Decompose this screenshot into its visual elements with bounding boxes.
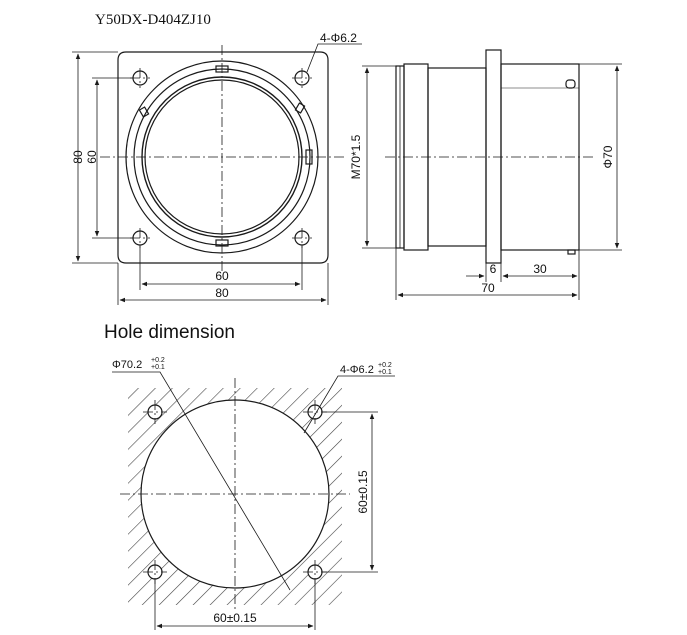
center-hole-base: Φ70.2	[112, 359, 142, 371]
flange-outline	[117, 51, 329, 264]
mount-hole-callout: 4-Φ6.2	[340, 364, 374, 376]
front-view	[72, 43, 362, 305]
center-hole-tol-upper: +0.2	[151, 357, 165, 364]
thread-label: M70*1.5	[349, 134, 363, 179]
front-hole-callout: 4-Φ6.2	[320, 31, 357, 45]
mount-hole-tol-upper: +0.2	[378, 362, 392, 369]
side-view	[362, 49, 622, 300]
diameter-label: Φ70	[601, 145, 615, 168]
part-number-title: Y50DX-D404ZJ10	[95, 12, 211, 28]
hole-view	[112, 371, 395, 630]
center-hole-tol-lower: +0.1	[151, 364, 165, 371]
dim-vertical-60: 60±0.15	[356, 470, 370, 514]
dim-width-60: 60	[215, 269, 229, 283]
dim-horizontal-60: 60±0.15	[213, 611, 257, 625]
center-hole-callout: Φ70.2	[112, 359, 142, 371]
dim-height-80: 80	[71, 150, 85, 164]
dim-total-70: 70	[481, 281, 495, 295]
dim-height-60: 60	[85, 150, 99, 164]
dim-width-80: 80	[215, 286, 229, 300]
mount-hole-tol-lower: +0.1	[378, 369, 392, 376]
dim-rear-30: 30	[533, 262, 547, 276]
dim-flange-6: 6	[490, 262, 497, 276]
hatched-panel	[128, 388, 342, 605]
hole-dimension-heading: Hole dimension	[104, 322, 235, 343]
